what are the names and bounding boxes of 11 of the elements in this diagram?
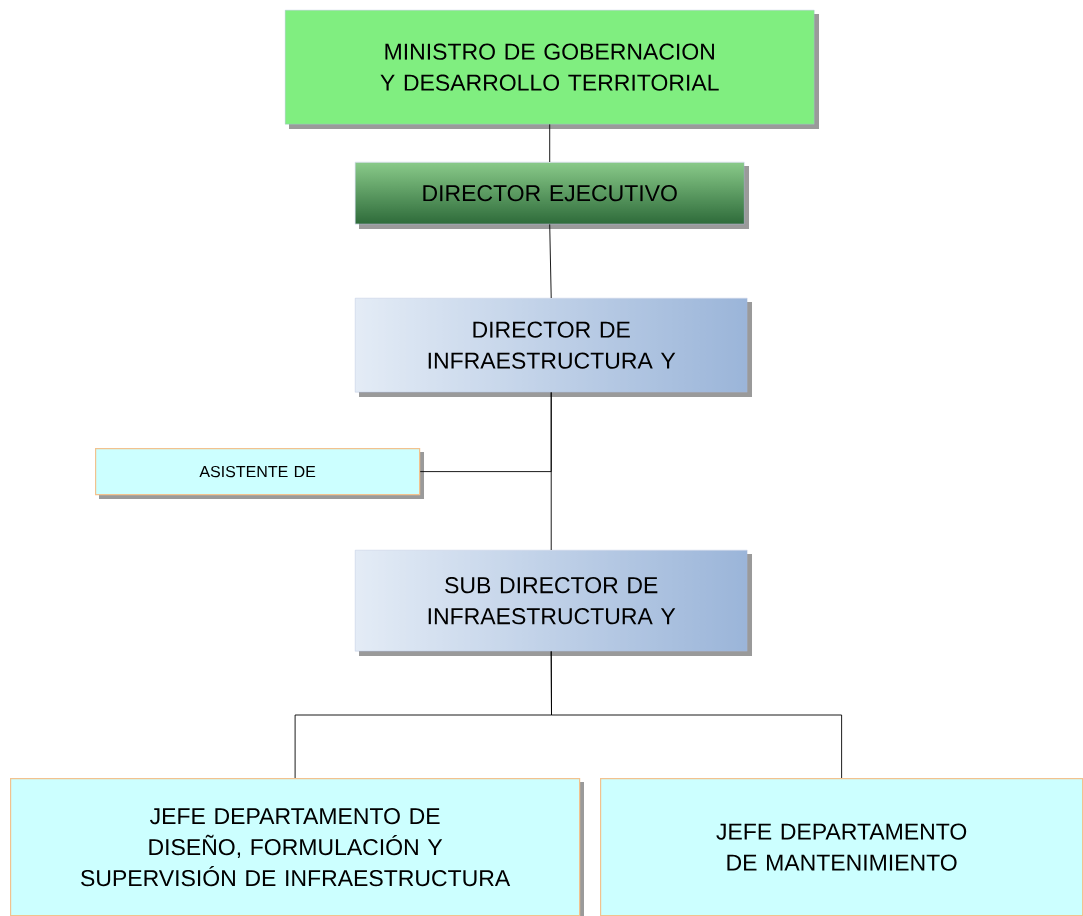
connector-line [550, 650, 843, 779]
position-box: ASISTENTE DE [95, 448, 424, 499]
position-box: DIRECTOR DE INFRAESTRUCTURA Y [355, 298, 752, 397]
position-box: SUB DIRECTOR DE INFRAESTRUCTURA Y [355, 550, 752, 656]
position-box: JEFE DEPARTAMENTO DE DISEÑO, FORMULACIÓN Y SUPERVISIÓN DE INFRAESTRUCTURA [10, 778, 584, 916]
position-box: DIRECTOR EJECUTIVO [355, 162, 749, 229]
connector-line [549, 223, 552, 299]
position-box: MINISTRO DE GOBERNACION Y DESARROLLO TERRITORIAL [285, 10, 819, 129]
position-box: JEFE DEPARTAMENTO DE MANTENIMIENTO [600, 778, 1083, 916]
connector-line [549, 123, 551, 163]
connector-line [419, 391, 552, 473]
